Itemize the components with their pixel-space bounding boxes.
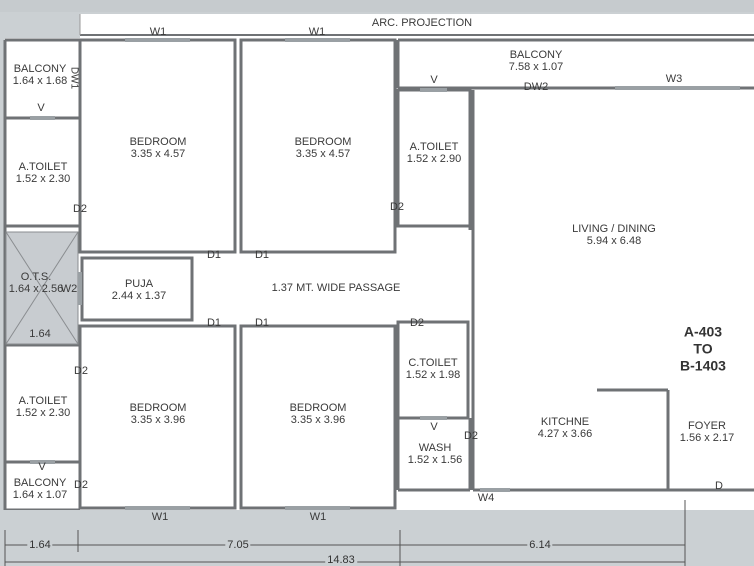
v-label-3: V bbox=[430, 421, 438, 433]
window-markers bbox=[30, 38, 740, 510]
w1-label-bottom-2: W1 bbox=[309, 511, 327, 523]
dimension-total: 14.83 bbox=[325, 554, 357, 566]
v-label-2: V bbox=[37, 102, 45, 114]
w2-label: W2 bbox=[60, 283, 78, 295]
d1-label-3: D1 bbox=[206, 317, 222, 329]
v-label-1: V bbox=[430, 74, 438, 86]
ots-width-label: 1.64 bbox=[29, 328, 51, 340]
d1-label-4: D1 bbox=[254, 317, 270, 329]
w3-label: W3 bbox=[665, 73, 683, 85]
d2-label-4: D2 bbox=[73, 365, 89, 377]
d2-label-1: D2 bbox=[72, 203, 88, 215]
d2-label-2: D2 bbox=[389, 201, 405, 213]
dw2-label: DW2 bbox=[523, 81, 549, 93]
w1-label-bottom-1: W1 bbox=[151, 511, 169, 523]
d-label: D bbox=[715, 480, 723, 492]
w4-label: W4 bbox=[477, 492, 495, 504]
floor-area bbox=[5, 38, 754, 510]
dw1-label: DW1 bbox=[68, 66, 80, 90]
d2-label-3: D2 bbox=[409, 317, 425, 329]
d1-label-1: D1 bbox=[206, 249, 222, 261]
dimension-1: 1.64 bbox=[27, 539, 53, 551]
d1-label-2: D1 bbox=[254, 249, 270, 261]
arc-projection-label: ARC. PROJECTION bbox=[371, 17, 473, 29]
dimension-3: 6.14 bbox=[527, 539, 553, 551]
room-ots: O.T.S.1.64 x 2.56 bbox=[8, 271, 64, 295]
w1-label-top-2: W1 bbox=[308, 26, 326, 38]
d2-label-5: D2 bbox=[463, 430, 479, 442]
v-label-4: V bbox=[38, 461, 46, 473]
passage-label: 1.37 MT. WIDE PASSAGE bbox=[271, 282, 401, 294]
d2-label-6: D2 bbox=[73, 479, 89, 491]
w1-label-top-1: W1 bbox=[149, 26, 167, 38]
dimension-2: 7.05 bbox=[225, 539, 251, 551]
